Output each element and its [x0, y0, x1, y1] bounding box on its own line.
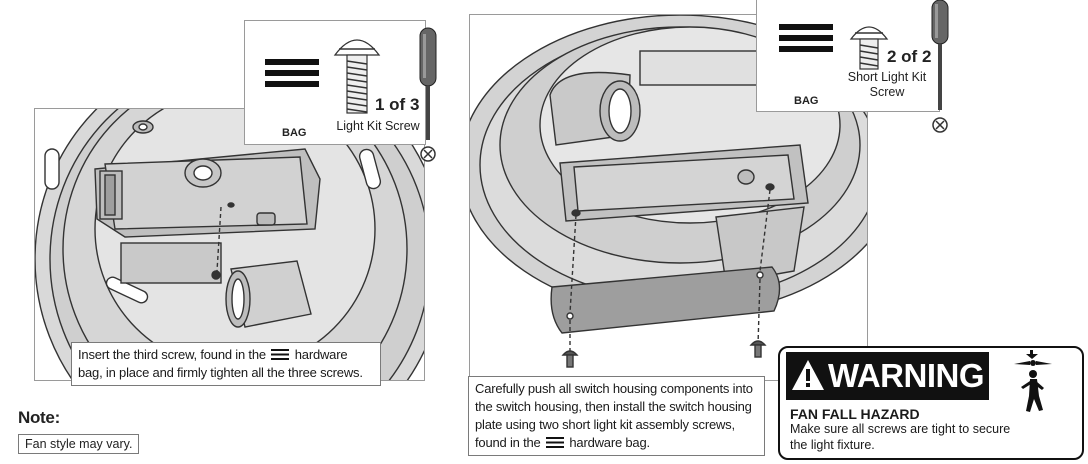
short-light-kit-screw-icon — [849, 26, 889, 70]
screwdriver-icon — [419, 27, 437, 162]
warning-box: WARNING FAN FALL HAZARD Make sure all sc… — [778, 346, 1084, 460]
warning-hazard: FAN FALL HAZARD — [790, 406, 920, 422]
bag-label: BAG — [794, 95, 819, 107]
warning-title: WARNING — [828, 357, 985, 394]
instruction-text-after: hardware bag, in place and firmly tighte… — [78, 347, 363, 380]
instruction-step-left: Insert the third screw, found in the har… — [71, 342, 381, 386]
screwdriver-icon — [931, 0, 949, 133]
warning-text: Make sure all screws are tight to secure… — [790, 422, 1011, 452]
light-kit-screw-icon — [333, 39, 381, 114]
hardware-bag-icon — [779, 24, 833, 58]
instruction-text-before: Carefully push all switch housing compon… — [475, 381, 753, 450]
screw-name: Light Kit Screw — [336, 119, 420, 133]
hardware-box-short-light-kit-screw: BAG 2 of 2 Short Light Kit Screw — [756, 0, 940, 112]
warning-header: WARNING — [786, 352, 989, 400]
hardware-bag-icon — [271, 349, 290, 360]
hardware-box-light-kit-screw: BAG 1 of 3 Light Kit Screw — [244, 20, 426, 145]
left-illustration — [34, 108, 425, 381]
screw-name: Short Light Kit Screw — [847, 70, 927, 99]
screw-count: 2 of 2 — [887, 47, 932, 66]
note-title: Note: — [18, 408, 60, 427]
instruction-text-after: hardware bag. — [569, 435, 650, 450]
hardware-bag-icon — [545, 437, 564, 448]
screw-count: 1 of 3 — [375, 95, 420, 114]
warning-triangle-icon — [792, 360, 824, 390]
bag-label: BAG — [282, 127, 307, 139]
hardware-bag-icon — [265, 59, 319, 93]
instruction-text-before: Insert the third screw, found in the — [78, 347, 266, 362]
instruction-step-right: Carefully push all switch housing compon… — [468, 376, 765, 456]
note-text: Fan style may vary. — [18, 434, 140, 454]
falling-fan-hazard-icon — [1014, 350, 1052, 412]
